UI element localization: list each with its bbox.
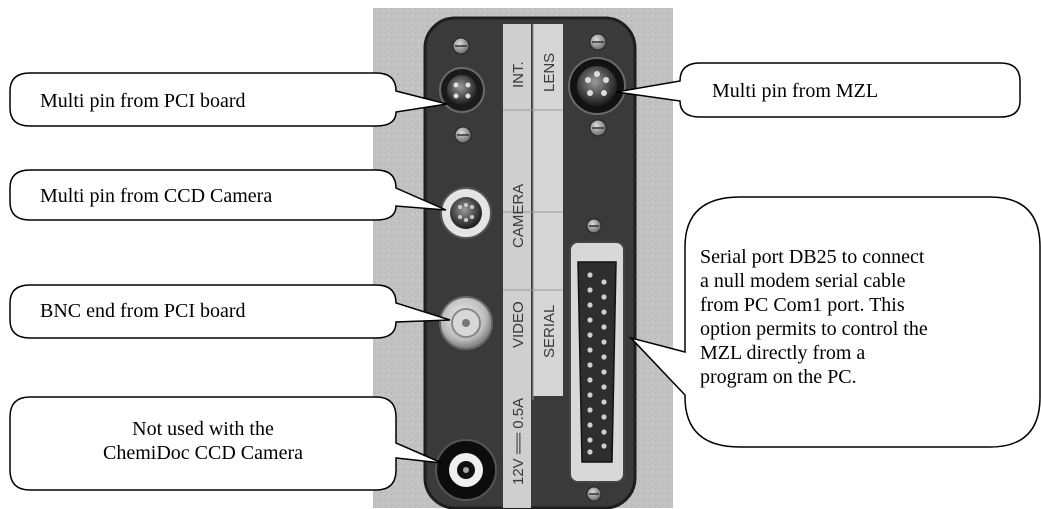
screw-icon (589, 119, 607, 137)
callout-pci-multipin-shape (9, 72, 448, 127)
label-int: INT. (510, 61, 527, 88)
screw-icon (586, 218, 602, 234)
int-multipin-connector-icon (439, 67, 485, 113)
callout-not-used-line: Not used with the (132, 418, 274, 440)
callout-not-used: Not used with the ChemiDoc CCD Camera (10, 417, 396, 465)
screw-icon (452, 37, 470, 55)
callout-ccd-multipin-text: Multi pin from CCD Camera (40, 185, 273, 207)
callout-serial-shape (628, 196, 1041, 448)
video-bnc-connector-icon (439, 296, 493, 350)
callout-ccd-multipin: Multi pin from CCD Camera (40, 184, 272, 208)
callout-serial-line: a null modem serial cable (700, 270, 906, 292)
callout-pci-multipin-text: Multi pin from PCI board (40, 90, 246, 112)
callout-serial-line: program on the PC. (700, 366, 857, 388)
callout-pci-multipin: Multi pin from PCI board (40, 89, 246, 113)
callout-ccd-multipin-shape (9, 169, 447, 221)
callout-serial-line: MZL directly from a (700, 342, 866, 364)
label-video: VIDEO (510, 301, 527, 348)
callout-mzl-shape (615, 62, 1021, 118)
callout-serial-line: from PC Com1 port. This (700, 294, 905, 316)
lens-multipin-connector-icon (568, 57, 626, 115)
screw-icon (589, 33, 607, 51)
power-connector-icon (435, 439, 497, 501)
label-strip-right (533, 24, 563, 396)
serial-db25-port-icon (569, 241, 625, 483)
screw-icon (454, 126, 472, 144)
label-power: 12V ══ 0.5A (510, 398, 527, 485)
callout-mzl: Multi pin from MZL (712, 79, 878, 103)
callout-not-used-line: ChemiDoc CCD Camera (103, 442, 303, 464)
callout-bnc: BNC end from PCI board (40, 299, 246, 323)
callout-not-used-shape (9, 396, 443, 491)
screw-icon (586, 486, 602, 502)
callout-mzl-text: Multi pin from MZL (712, 80, 879, 102)
callout-serial-line: Serial port DB25 to connect (700, 246, 925, 268)
callout-bnc-shape (9, 284, 451, 339)
callout-serial-line: option permits to control the (700, 318, 928, 340)
label-lens: LENS (541, 53, 558, 92)
callout-serial: Serial port DB25 to connect a null modem… (700, 245, 1030, 389)
camera-multipin-connector-icon (440, 187, 492, 239)
label-camera: CAMERA (510, 184, 527, 248)
label-strip-left (503, 24, 531, 508)
callout-bnc-text: BNC end from PCI board (40, 300, 246, 322)
label-serial: SERIAL (541, 305, 558, 358)
